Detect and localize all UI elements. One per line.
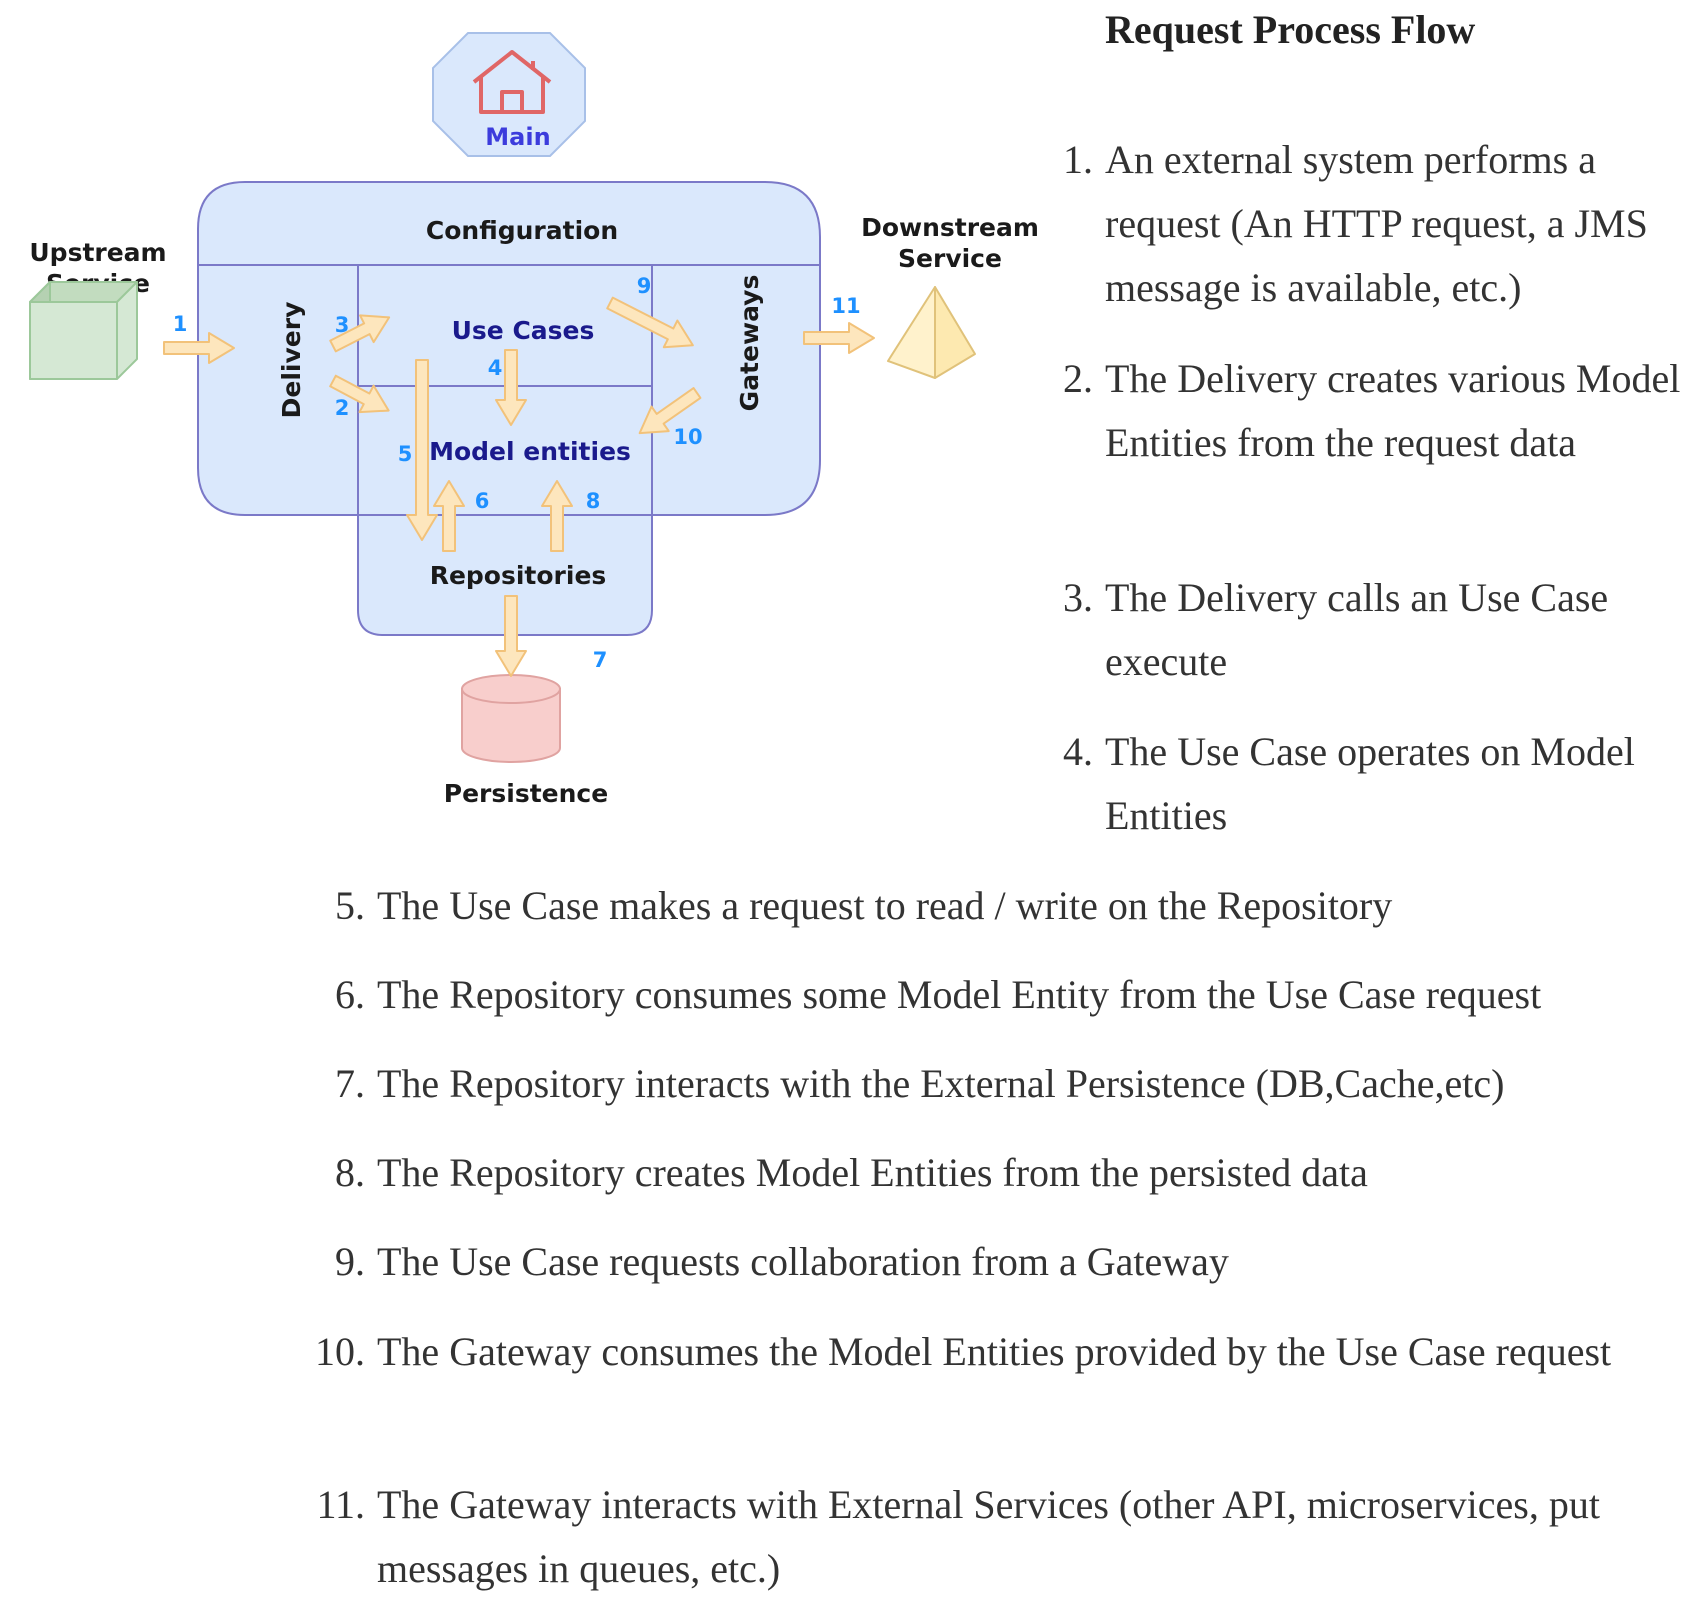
step-text: The Gateway consumes the Model Entities … — [377, 1329, 1612, 1374]
step-text: The Use Case requests collaboration from… — [377, 1239, 1229, 1284]
step-number: 11. — [316, 1482, 365, 1527]
repositories-block: Repositories — [357, 514, 653, 636]
arrow-number-7: 7 — [593, 648, 608, 672]
arrow-10 — [638, 387, 702, 435]
arrow-number-6: 6 — [475, 489, 490, 513]
arrow-3 — [329, 314, 391, 353]
step-number: 9. — [335, 1239, 365, 1284]
step-number: 6. — [335, 972, 365, 1017]
flow-step: 6. The Repository consumes some Model En… — [335, 963, 1687, 1027]
arrow-1 — [163, 332, 235, 364]
step-text: An external system performs a request (A… — [1105, 137, 1648, 310]
step-text: The Repository interacts with the Extern… — [377, 1061, 1505, 1106]
flow-step: 11. The Gateway interacts with External … — [316, 1473, 1687, 1601]
step-number: 3. — [1063, 575, 1093, 620]
flow-title: Request Process Flow — [1105, 7, 1476, 52]
arrow-7 — [495, 595, 527, 677]
arrow-number-10: 10 — [673, 425, 702, 449]
main-node: Main — [432, 32, 586, 157]
pyramid-icon — [887, 286, 976, 379]
main-label: Main — [485, 123, 550, 151]
persistence-cylinder: Persistence — [444, 674, 608, 808]
upstream-label-line1: Upstream — [29, 238, 166, 267]
step-text: The Repository consumes some Model Entit… — [377, 972, 1542, 1017]
arrow-number-4: 4 — [488, 356, 503, 380]
step-number: 10. — [315, 1329, 365, 1374]
configuration-label: Configuration — [426, 216, 618, 245]
arrow-number-1: 1 — [173, 312, 188, 336]
step-number: 8. — [335, 1150, 365, 1195]
arrow-8 — [541, 480, 573, 552]
architecture-diagram: Main Configuration Repositories Delivery… — [29, 32, 1039, 808]
upstream-service: Upstream Service — [29, 238, 167, 380]
persistence-label: Persistence — [444, 779, 608, 808]
step-text: The Use Case makes a request to read / w… — [377, 883, 1393, 928]
step-text: The Use Case operates on Model Entities — [1105, 729, 1635, 838]
arrow-numbers: 1 2 3 4 5 6 7 8 9 10 11 — [173, 274, 861, 672]
flow-step: 9. The Use Case requests collaboration f… — [335, 1230, 1687, 1294]
flow-step: 2. The Delivery creates various Model En… — [1063, 347, 1695, 475]
model-entities-label: Model entities — [429, 437, 631, 466]
downstream-label-line1: Downstream — [861, 213, 1039, 242]
flow-step: 3. The Delivery calls an Use Case execut… — [1063, 566, 1695, 694]
arrow-number-5: 5 — [398, 442, 413, 466]
arrow-number-8: 8 — [586, 489, 601, 513]
arrow-4 — [495, 349, 527, 426]
arrow-9 — [606, 296, 694, 349]
step-text: The Gateway interacts with External Serv… — [377, 1482, 1600, 1591]
downstream-label-line2: Service — [898, 244, 1002, 273]
flow-step: 5. The Use Case makes a request to read … — [335, 874, 1687, 938]
step-number: 1. — [1063, 137, 1093, 182]
step-text: The Delivery creates various Model Entit… — [1105, 356, 1681, 465]
repositories-label: Repositories — [430, 561, 607, 590]
arrow-6 — [433, 480, 465, 552]
box-icon — [29, 281, 138, 380]
house-icon — [472, 50, 552, 114]
arrows — [163, 296, 875, 677]
step-number: 2. — [1063, 356, 1093, 401]
arrow-number-2: 2 — [335, 396, 350, 420]
flow-step: 8. The Repository creates Model Entities… — [335, 1141, 1687, 1205]
step-number: 7. — [335, 1061, 365, 1106]
flow-step: 7. The Repository interacts with the Ext… — [335, 1052, 1687, 1116]
flow-step: 4. The Use Case operates on Model Entiti… — [1063, 720, 1695, 848]
step-text: The Repository creates Model Entities fr… — [377, 1150, 1368, 1195]
arrow-number-11: 11 — [831, 294, 860, 318]
arrow-number-9: 9 — [637, 274, 652, 298]
arrow-2 — [329, 374, 390, 414]
flow-step: 1. An external system performs a request… — [1063, 128, 1695, 320]
arrow-11 — [803, 322, 875, 354]
use-cases-label: Use Cases — [452, 316, 595, 345]
downstream-service: Downstream Service — [861, 213, 1039, 379]
step-text: The Delivery calls an Use Case execute — [1105, 575, 1609, 684]
step-number: 5. — [335, 883, 365, 928]
arrow-number-3: 3 — [335, 313, 350, 337]
gateways-label: Gateways — [735, 275, 764, 412]
flow-step: 10. The Gateway consumes the Model Entit… — [315, 1320, 1687, 1384]
step-number: 4. — [1063, 729, 1093, 774]
arrow-5 — [406, 359, 438, 541]
delivery-label: Delivery — [277, 302, 306, 419]
